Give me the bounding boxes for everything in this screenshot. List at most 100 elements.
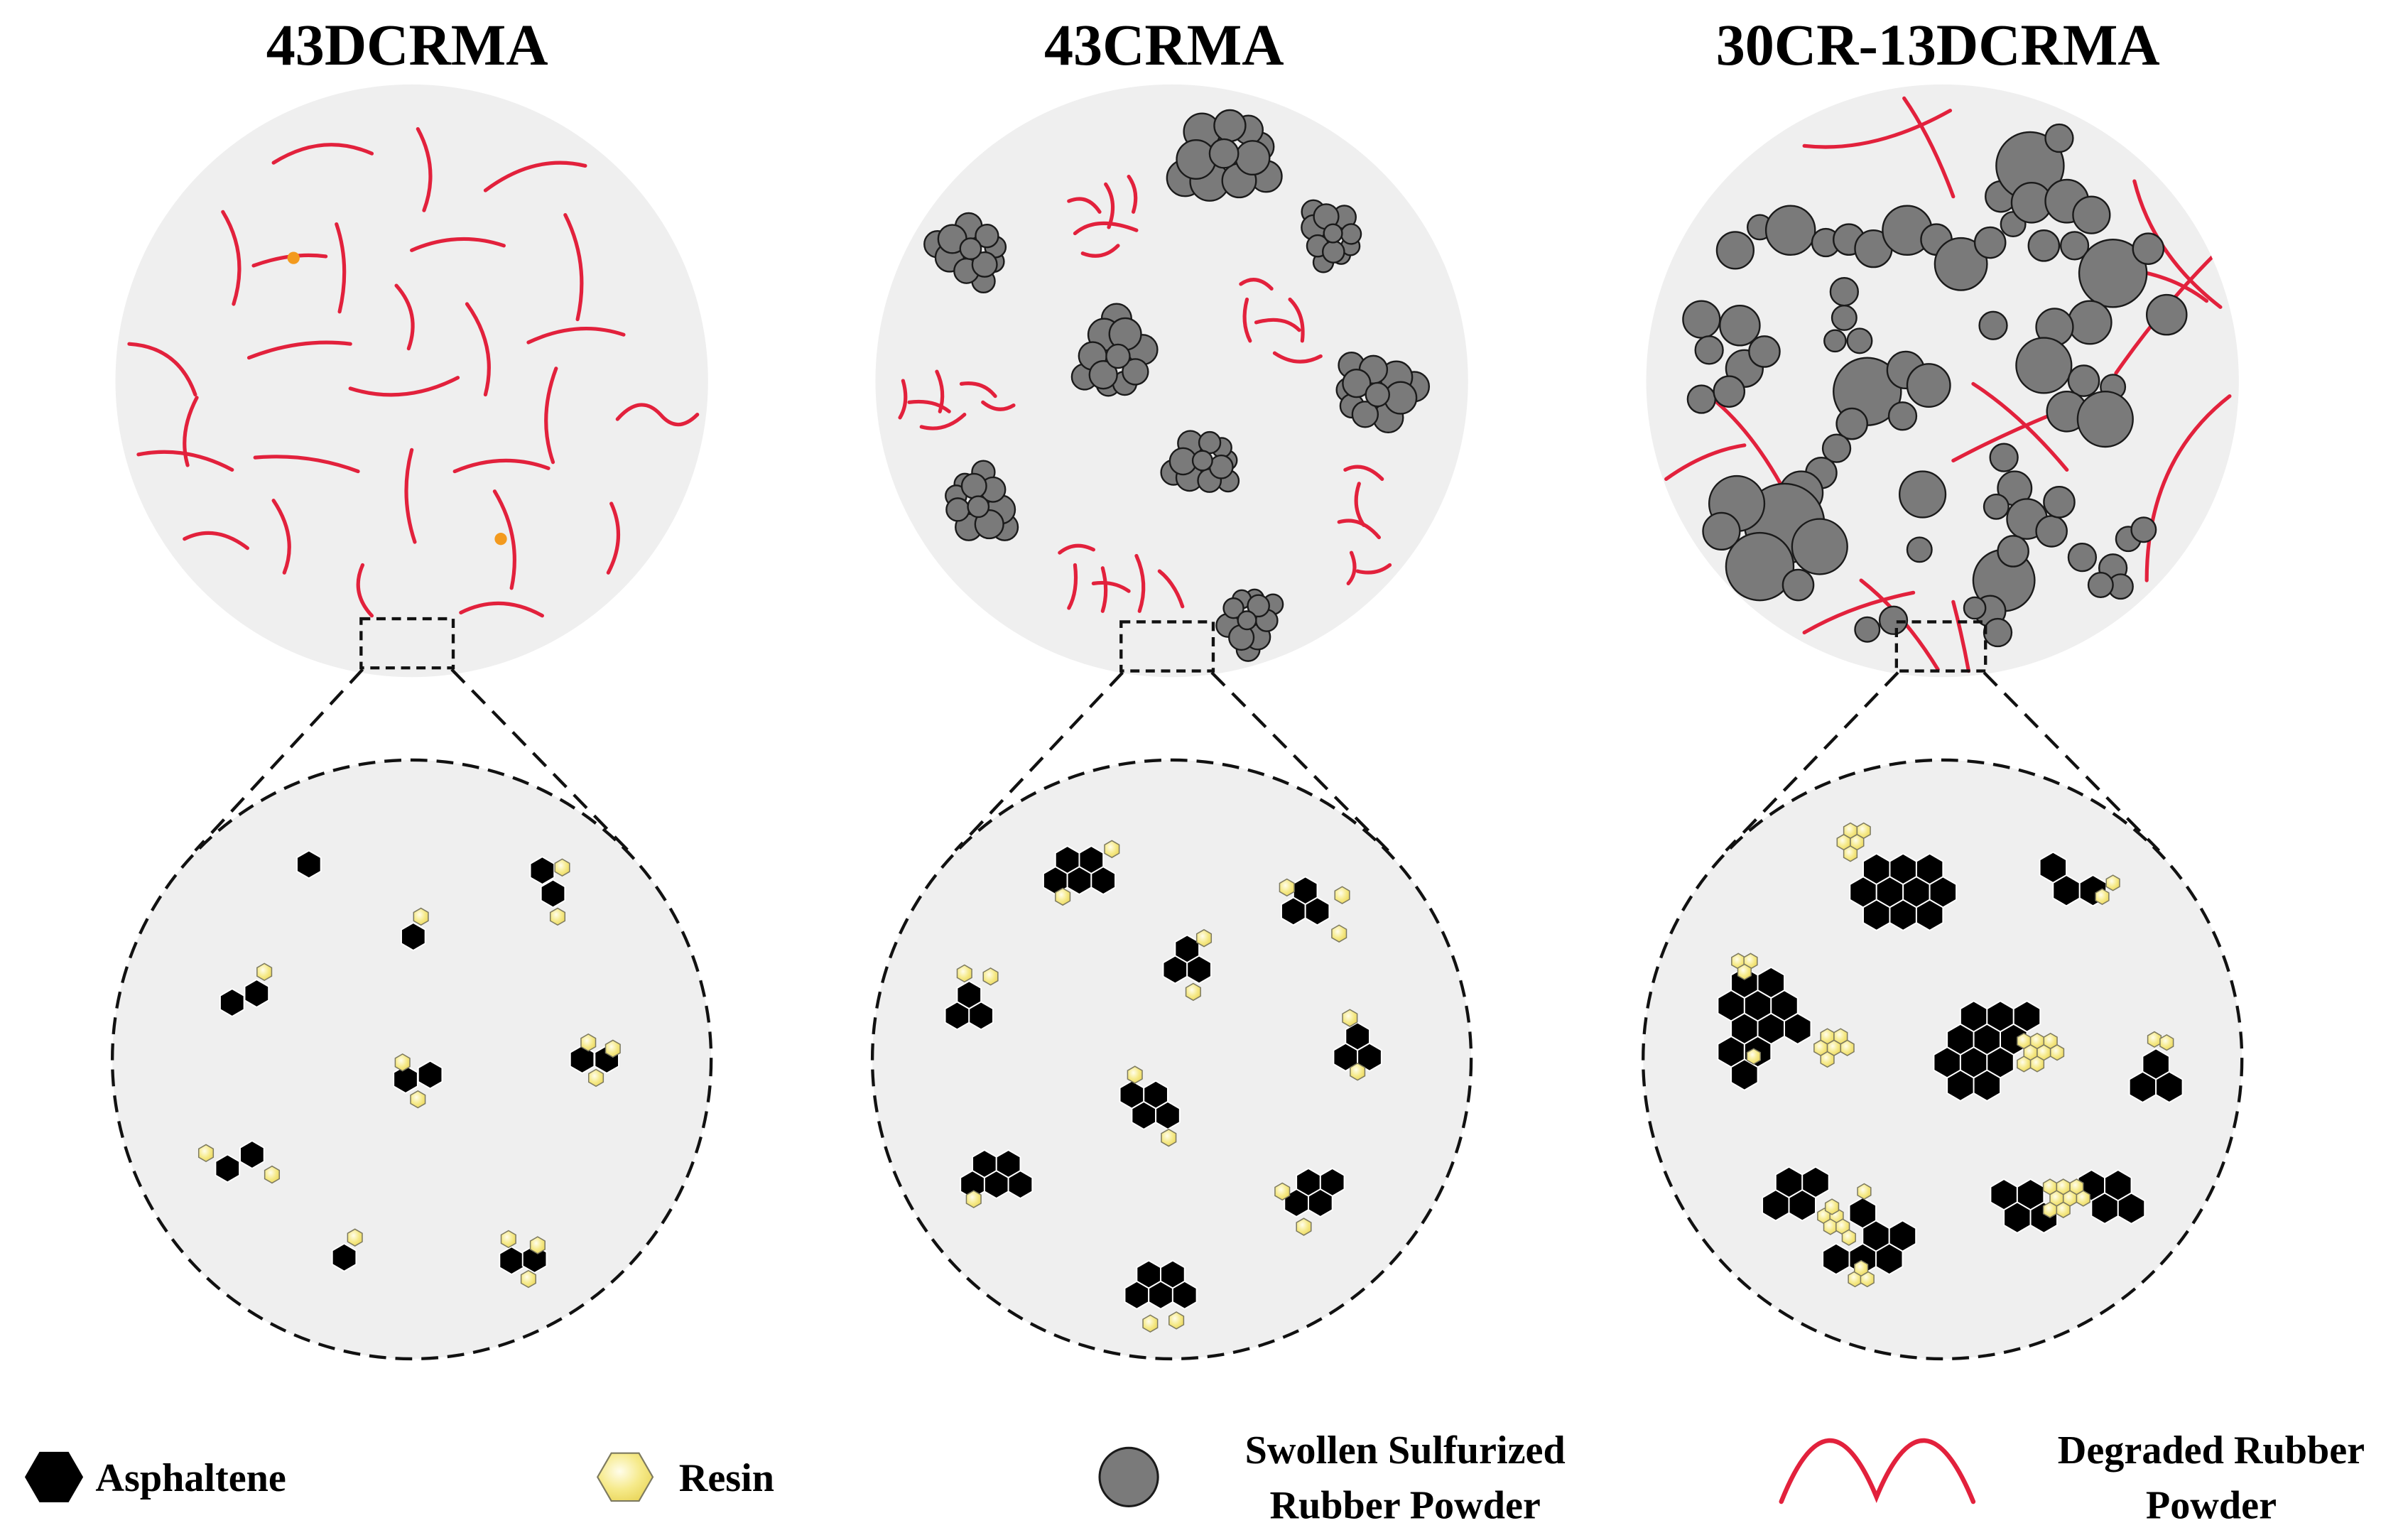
legend-label-swollen-line2: Rubber Powder (1269, 1484, 1540, 1528)
resin-hexagon (580, 1033, 597, 1052)
swollen-rubber-particle (967, 495, 990, 519)
resin-hexagon (1055, 887, 1071, 906)
degraded-rubber-strand (1715, 400, 1784, 487)
resin-hexagon (2159, 1034, 2174, 1051)
degraded-rubber-strand (1346, 551, 1357, 585)
asphaltene-hexagon (296, 850, 322, 879)
swollen-rubber-particle (1088, 360, 1118, 390)
asphaltene-hexagon (1155, 1100, 1181, 1130)
degraded-rubber-strand (246, 340, 352, 360)
degraded-rubber-strand (271, 499, 291, 575)
degraded-rubber-strand (183, 396, 199, 467)
asphaltene-hexagon (1784, 1012, 1812, 1045)
swollen-rubber-particle (2076, 390, 2134, 448)
asphaltene-hexagon (2090, 1192, 2119, 1225)
swollen-rubber-particle (1105, 343, 1131, 369)
resin-hexagon (500, 1230, 516, 1249)
macro-view-circle (115, 84, 708, 678)
swollen-rubber-particle (1351, 401, 1379, 428)
swollen-rubber-particle (2044, 123, 2074, 153)
asphaltene-hexagon (331, 1242, 357, 1272)
junction-dot (494, 533, 507, 546)
asphaltene-hexagon (1162, 955, 1188, 985)
asphaltene-hexagon (2155, 1070, 2184, 1104)
swollen-rubber-particle (1208, 138, 1240, 169)
swollen-rubber-particle (1222, 597, 1244, 619)
resin-hexagon (2042, 1201, 2058, 1218)
red-wave-legend-icon (1779, 1438, 1976, 1504)
swollen-rubber-particle (1342, 368, 1372, 398)
degraded-rubber-strand (1080, 244, 1120, 258)
asphaltene-hexagon (1066, 866, 1092, 896)
swollen-rubber-particle (1831, 304, 1857, 331)
swollen-rubber-particle (1963, 596, 1987, 620)
degraded-rubber-strand (127, 342, 197, 397)
swollen-rubber-particle (2078, 239, 2148, 308)
degraded-rubber-strand (492, 489, 516, 590)
asphaltene-legend-icon (24, 1451, 84, 1502)
asphaltene-hexagon (1762, 1189, 1790, 1222)
legend-label-resin: Resin (679, 1456, 774, 1500)
resin-hexagon (1746, 1048, 1761, 1065)
swollen-rubber-particle (1997, 535, 2029, 568)
degraded-rubber-strand (981, 400, 1016, 411)
swollen-rubber-particle (1906, 536, 1933, 563)
swollen-rubber-particle (1208, 454, 1234, 479)
swollen-rubber-particle (1235, 140, 1271, 176)
zoom-connector-line (954, 671, 1124, 852)
degraded-rubber-strand (183, 531, 249, 551)
resin-hexagon (413, 907, 429, 926)
swollen-rubber-particle (1854, 616, 1881, 643)
swollen-rubber-particle (1978, 310, 2008, 340)
asphaltene-hexagon (2003, 1201, 2032, 1234)
degraded-rubber-strand (1337, 519, 1382, 540)
resin-hexagon (1127, 1065, 1143, 1084)
resin-hexagon (587, 1068, 604, 1088)
swollen-rubber-particle (1906, 363, 1951, 408)
asphaltene-hexagon (1148, 1280, 1173, 1310)
degraded-rubber-strand (348, 376, 460, 397)
degraded-rubber-strand (394, 283, 415, 351)
swollen-rubber-particle (1686, 384, 1716, 414)
degraded-rubber-strand (465, 302, 491, 397)
degraded-rubber-strand (1254, 318, 1301, 332)
legend: Asphaltene Resin Swollen Sulfurized Rubb… (24, 1428, 2365, 1528)
swollen-rubber-particle (2015, 337, 2073, 394)
degraded-rubber-strand (1067, 197, 1102, 214)
micro-view-circle (111, 758, 713, 1361)
resin-hexagon (1279, 878, 1295, 897)
resin-hexagon (520, 1269, 536, 1289)
asphaltene-hexagon (1973, 1069, 2002, 1102)
zoom-region-box (1119, 620, 1215, 673)
zoom-connector-line (194, 668, 364, 852)
panel-title: 43CRMA (1044, 13, 1284, 77)
swollen-rubber-particle (2067, 364, 2100, 397)
degraded-rubber-strand (1134, 553, 1146, 613)
junction-dot (287, 251, 300, 264)
swollen-rubber-particle (1764, 205, 1816, 256)
asphaltene-hexagon (968, 1001, 994, 1031)
degraded-rubber-strand (526, 326, 626, 345)
resin-hexagon (394, 1053, 411, 1072)
swollen-rubber-particle (1846, 327, 1873, 354)
resin-hexagon (1857, 1183, 1872, 1200)
swollen-rubber-particle (1878, 605, 1909, 635)
asphaltene-hexagon (2117, 1192, 2146, 1225)
swollen-rubber-particle (1829, 277, 1859, 307)
degraded-rubber-strand (1802, 590, 1916, 635)
resin-hexagon (347, 1228, 363, 1247)
swollen-rubber-particle (1715, 231, 1755, 270)
swollen-rubber-particle (1989, 443, 2019, 472)
degraded-rubber-strand (615, 403, 700, 427)
asphaltene-hexagon (1862, 899, 1891, 932)
asphaltene-hexagon (1186, 955, 1212, 985)
degraded-rubber-strand (1343, 465, 1384, 481)
resin-hexagon (1840, 1039, 1855, 1056)
swollen-rubber-particle (1719, 304, 1761, 347)
swollen-rubber-particle (1702, 511, 1741, 551)
degraded-rubber-strand (1058, 543, 1095, 555)
swollen-rubber-particle (1365, 381, 1390, 408)
swollen-rubber-particle (1176, 139, 1217, 180)
resin-hexagon (1274, 1182, 1291, 1201)
asphaltene-hexagon (1124, 1280, 1150, 1310)
